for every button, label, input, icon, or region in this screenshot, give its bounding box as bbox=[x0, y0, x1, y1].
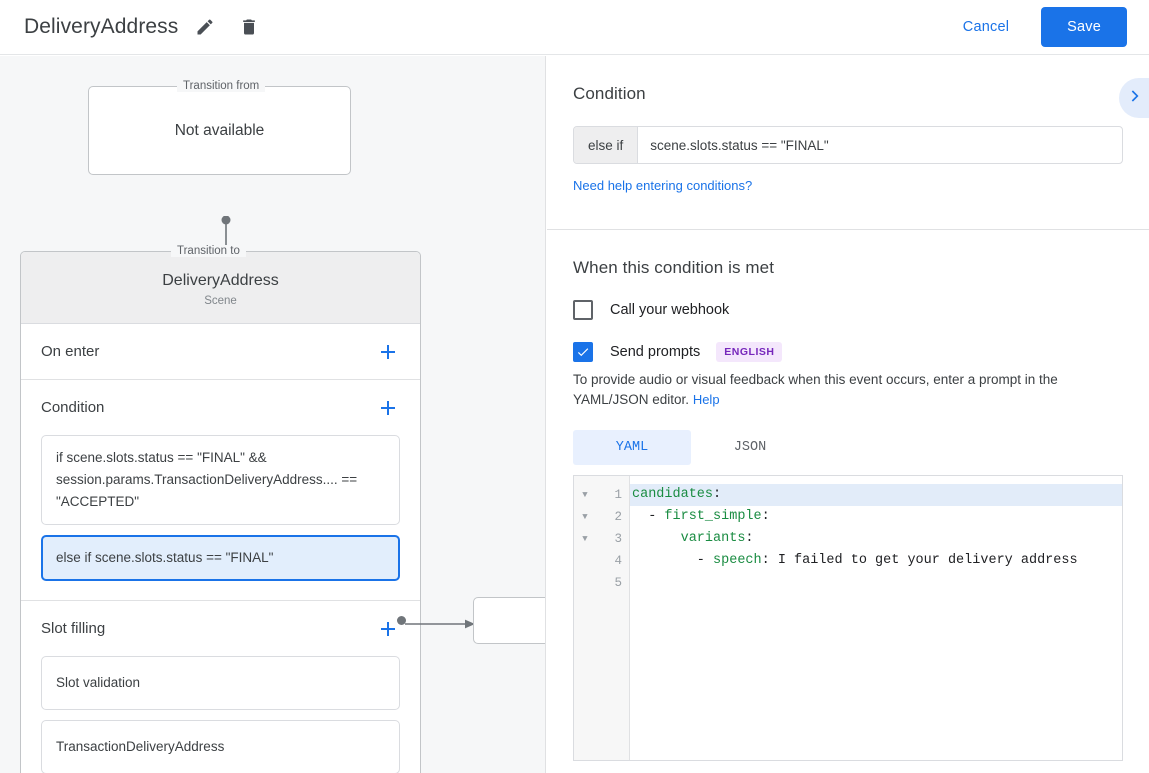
line-number: 5 bbox=[614, 576, 622, 590]
plus-icon[interactable] bbox=[376, 396, 400, 420]
transition-to-header: DeliveryAddress Scene bbox=[21, 252, 420, 324]
transition-from-legend: Transition from bbox=[177, 80, 266, 92]
section-header: Condition bbox=[41, 380, 400, 435]
section-body: Slot validation TransactionDeliveryAddre… bbox=[41, 656, 400, 773]
editor-gutter: ▼1 ▼2 ▼3 4 5 bbox=[574, 476, 630, 760]
send-prompts-option[interactable]: Send prompts ENGLISH bbox=[573, 342, 1123, 362]
gutter-line[interactable]: 4 bbox=[574, 550, 629, 572]
webhook-option[interactable]: Call your webhook bbox=[573, 300, 1123, 320]
section-condition: Condition if scene.slots.status == "FINA… bbox=[21, 380, 420, 601]
condition-input-row[interactable]: else if bbox=[573, 126, 1123, 164]
prompts-help-link[interactable]: Help bbox=[692, 392, 720, 407]
fold-arrow-icon[interactable]: ▼ bbox=[582, 534, 588, 544]
code-line[interactable]: - speech: I failed to get your delivery … bbox=[632, 553, 1078, 568]
code-editor[interactable]: ▼1 ▼2 ▼3 4 5 candidates: - first_simple:… bbox=[573, 475, 1123, 761]
section-title-condition: Condition bbox=[41, 399, 105, 416]
pencil-icon bbox=[195, 17, 215, 37]
slot-row[interactable]: Slot validation bbox=[41, 656, 400, 710]
code-line[interactable]: candidates: bbox=[630, 484, 1122, 506]
code-line[interactable]: variants: bbox=[680, 531, 754, 546]
transition-to-node[interactable]: Transition to DeliveryAddress Scene On e… bbox=[20, 245, 421, 773]
chevron-right-icon bbox=[1124, 86, 1144, 111]
slot-row[interactable]: TransactionDeliveryAddress bbox=[41, 720, 400, 773]
panel-when-met-section: When this condition is met Call your web… bbox=[547, 230, 1149, 761]
gutter-line[interactable]: ▼2 bbox=[574, 506, 629, 528]
condition-expression-input[interactable] bbox=[638, 127, 1122, 163]
plus-icon[interactable] bbox=[376, 617, 400, 641]
transition-from-value: Not available bbox=[174, 121, 265, 139]
send-prompts-label: Send prompts bbox=[610, 344, 701, 360]
webhook-label: Call your webhook bbox=[610, 302, 730, 318]
transition-to-title: DeliveryAddress bbox=[162, 272, 279, 289]
language-badge: ENGLISH bbox=[716, 342, 783, 362]
webhook-checkbox[interactable] bbox=[573, 300, 593, 320]
edge-to-next-node bbox=[405, 616, 477, 634]
transition-to-legend: Transition to bbox=[171, 245, 246, 257]
gutter-line[interactable]: ▼3 bbox=[574, 528, 629, 550]
tab-yaml[interactable]: YAML bbox=[573, 430, 691, 465]
details-panel: Condition else if Need help entering con… bbox=[547, 56, 1149, 773]
panel-heading-when-met: When this condition is met bbox=[573, 258, 775, 277]
transition-to-subtitle: Scene bbox=[204, 295, 237, 307]
section-body: if scene.slots.status == "FINAL" && sess… bbox=[41, 435, 400, 600]
section-slot-filling: Slot filling Slot validation Transaction… bbox=[21, 601, 420, 773]
next-node-stub[interactable] bbox=[473, 597, 545, 644]
gutter-line[interactable]: ▼1 bbox=[574, 484, 629, 506]
panel-heading-condition: Condition bbox=[573, 84, 646, 103]
tab-json[interactable]: JSON bbox=[733, 440, 767, 455]
trash-icon bbox=[239, 17, 259, 37]
editor-tabs: YAML JSON bbox=[573, 430, 1123, 465]
gutter-line[interactable]: 5 bbox=[574, 572, 629, 594]
section-title-slot-filling: Slot filling bbox=[41, 620, 106, 637]
line-number: 2 bbox=[614, 510, 622, 524]
page-title: DeliveryAddress bbox=[24, 15, 179, 38]
send-prompts-checkbox[interactable] bbox=[573, 342, 593, 362]
condition-help-link[interactable]: Need help entering conditions? bbox=[573, 178, 753, 193]
fold-arrow-icon[interactable]: ▼ bbox=[582, 512, 588, 522]
transition-from-node[interactable]: Transition from Not available bbox=[88, 80, 351, 175]
section-title-on-enter: On enter bbox=[41, 343, 100, 360]
prompts-helper-body: To provide audio or visual feedback when… bbox=[573, 372, 1058, 407]
condition-prefix: else if bbox=[574, 127, 639, 163]
panel-condition-section: Condition else if Need help entering con… bbox=[547, 56, 1149, 230]
condition-row[interactable]: if scene.slots.status == "FINAL" && sess… bbox=[41, 435, 400, 525]
code-line[interactable]: - first_simple: bbox=[632, 509, 770, 524]
top-bar: DeliveryAddress Cancel Save bbox=[0, 0, 1149, 55]
section-header: Slot filling bbox=[41, 601, 400, 656]
code-line[interactable] bbox=[630, 572, 1122, 594]
cancel-button[interactable]: Cancel bbox=[947, 10, 1025, 44]
line-number: 4 bbox=[614, 554, 622, 568]
fold-arrow-icon[interactable]: ▼ bbox=[582, 490, 588, 500]
line-number: 3 bbox=[614, 532, 622, 546]
flow-canvas[interactable]: Transition from Not available Transition… bbox=[0, 56, 546, 773]
delete-button[interactable] bbox=[232, 10, 266, 44]
expand-panel-button[interactable] bbox=[1119, 78, 1149, 118]
section-header: On enter bbox=[41, 324, 400, 379]
prompts-helper-text: To provide audio or visual feedback when… bbox=[573, 370, 1123, 410]
section-on-enter: On enter bbox=[21, 324, 420, 380]
line-number: 1 bbox=[614, 488, 622, 502]
save-button[interactable]: Save bbox=[1041, 7, 1127, 47]
plus-icon[interactable] bbox=[376, 340, 400, 364]
editor-code-area[interactable]: candidates: - first_simple: variants: - … bbox=[630, 476, 1122, 760]
condition-row-selected[interactable]: else if scene.slots.status == "FINAL" bbox=[41, 535, 400, 581]
edit-button[interactable] bbox=[188, 10, 222, 44]
edge-anchor-dot bbox=[397, 616, 406, 625]
